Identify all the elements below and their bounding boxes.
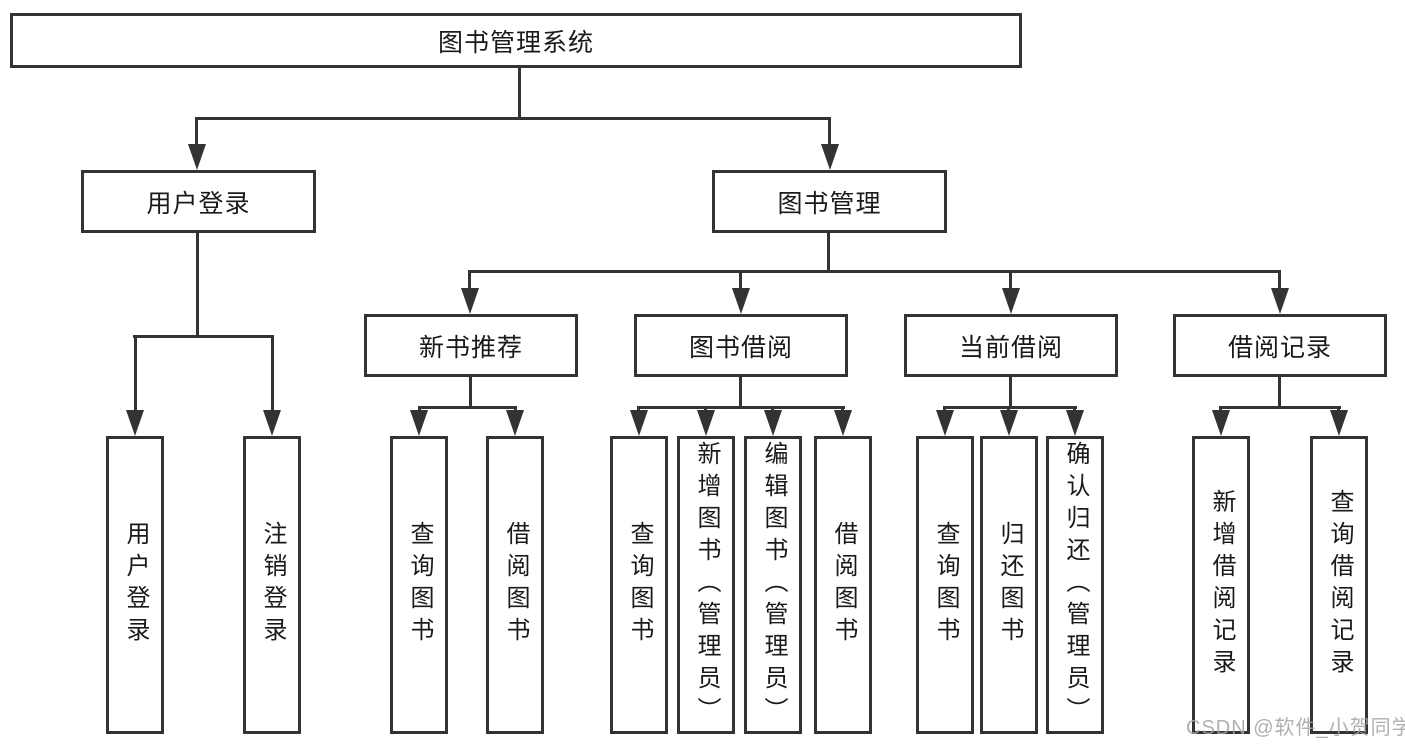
arrowhead-down-icon [410, 410, 428, 436]
leaf-label: 查询图书 [406, 521, 433, 649]
connector-line [637, 406, 845, 409]
arrowhead-down-icon [506, 410, 524, 436]
leaf-label: 编辑图书（管理员） [760, 441, 787, 729]
leaf-confirm-return-admin: 确认归还（管理员） [1046, 436, 1104, 734]
leaf-label: 查询图书 [626, 521, 653, 649]
node-borrow-records: 借阅记录 [1173, 314, 1387, 377]
connector-line [196, 117, 831, 120]
leaf-edit-books-admin: 编辑图书（管理员） [744, 436, 802, 734]
connector-line [739, 270, 742, 291]
arrowhead-down-icon [1212, 410, 1230, 436]
leaf-label: 确认归还（管理员） [1062, 441, 1089, 729]
node-root: 图书管理系统 [10, 13, 1022, 68]
leaf-label: 借阅图书 [830, 521, 857, 649]
connector-line [943, 406, 1077, 409]
leaf-label: 注销登录 [259, 521, 286, 649]
arrowhead-down-icon [936, 410, 954, 436]
leaf-query-books-borrow: 查询图书 [610, 436, 668, 734]
connector-line [196, 233, 199, 337]
connector-line [739, 377, 742, 408]
connector-line [271, 335, 274, 413]
leaf-add-books-admin: 新增图书（管理员） [677, 436, 735, 734]
node-new-book-recommend: 新书推荐 [364, 314, 578, 377]
node-label: 当前借阅 [958, 333, 1063, 362]
connector-line [134, 335, 137, 413]
node-book-borrow: 图书借阅 [634, 314, 848, 377]
node-label: 图书管理 [777, 189, 882, 218]
leaf-query-borrow-record: 查询借阅记录 [1310, 436, 1368, 734]
connector-line [195, 117, 198, 147]
arrowhead-down-icon [126, 410, 144, 436]
leaf-user-login: 用户登录 [106, 436, 164, 734]
node-book-management: 图书管理 [712, 170, 947, 233]
node-label: 新书推荐 [418, 333, 523, 362]
arrowhead-down-icon [764, 410, 782, 436]
node-label: 借阅记录 [1227, 333, 1332, 362]
node-label: 用户登录 [146, 189, 251, 218]
arrowhead-down-icon [732, 288, 750, 314]
leaf-label: 借阅图书 [502, 521, 529, 649]
leaf-logout: 注销登录 [243, 436, 301, 734]
node-label: 图书借阅 [688, 333, 793, 362]
leaf-add-borrow-record: 新增借阅记录 [1192, 436, 1250, 734]
arrowhead-down-icon [263, 410, 281, 436]
leaf-return-books: 归还图书 [980, 436, 1038, 734]
arrowhead-down-icon [697, 410, 715, 436]
connector-line [468, 270, 471, 291]
leaf-label: 新增图书（管理员） [693, 441, 720, 729]
leaf-borrow-books-recommend: 借阅图书 [486, 436, 544, 734]
arrowhead-down-icon [461, 288, 479, 314]
arrowhead-down-icon [630, 410, 648, 436]
arrowhead-down-icon [188, 144, 206, 170]
connector-line [469, 377, 472, 408]
connector-line [1009, 270, 1012, 291]
arrowhead-down-icon [821, 144, 839, 170]
node-root-label: 图书管理系统 [437, 28, 594, 57]
arrowhead-down-icon [1000, 410, 1018, 436]
connector-line [827, 233, 830, 273]
arrowhead-down-icon [1271, 288, 1289, 314]
connector-line [1278, 270, 1281, 291]
connector-line [418, 406, 517, 409]
leaf-label: 用户登录 [122, 521, 149, 649]
node-user-login: 用户登录 [81, 170, 316, 233]
leaf-label: 查询图书 [932, 521, 959, 649]
connector-line [133, 335, 274, 338]
watermark: CSDN @软件_小贺同学 [1186, 717, 1405, 739]
connector-line [468, 270, 1281, 273]
connector-line [828, 117, 831, 147]
leaf-query-books-recommend: 查询图书 [390, 436, 448, 734]
leaf-query-books-current: 查询图书 [916, 436, 974, 734]
arrowhead-down-icon [1330, 410, 1348, 436]
arrowhead-down-icon [834, 410, 852, 436]
connector-line [1009, 377, 1012, 408]
leaf-label: 归还图书 [996, 521, 1023, 649]
leaf-label: 新增借阅记录 [1208, 489, 1235, 681]
arrowhead-down-icon [1066, 410, 1084, 436]
arrowhead-down-icon [1002, 288, 1020, 314]
connector-line [1278, 377, 1281, 408]
connector-line [518, 68, 521, 119]
leaf-borrow-books: 借阅图书 [814, 436, 872, 734]
leaf-label: 查询借阅记录 [1326, 489, 1353, 681]
connector-line [1219, 406, 1341, 409]
node-current-borrow: 当前借阅 [904, 314, 1118, 377]
